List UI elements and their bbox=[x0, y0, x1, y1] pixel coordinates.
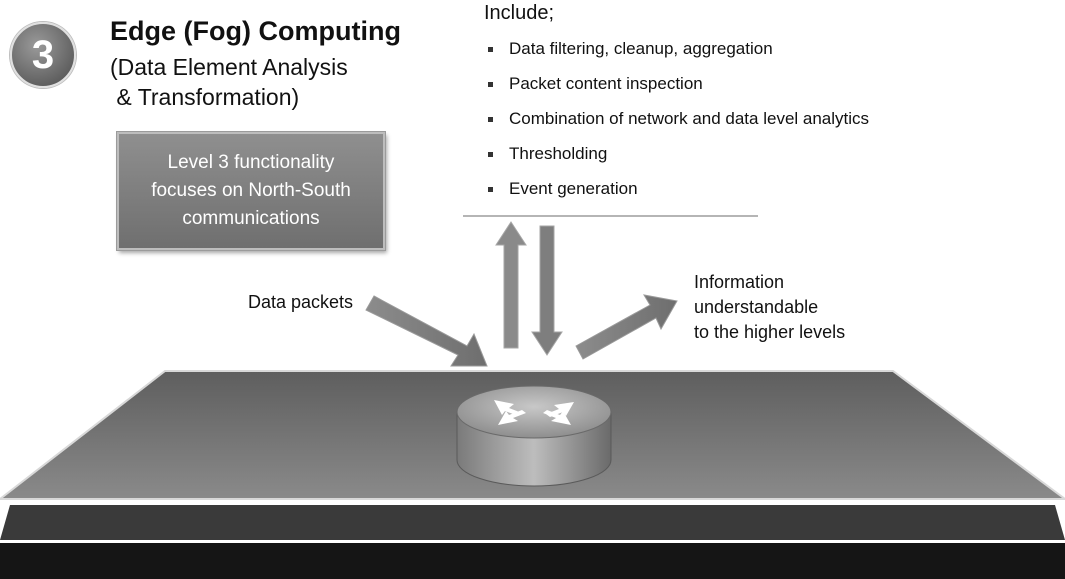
callout-line-3: communications bbox=[182, 208, 320, 229]
router-icon bbox=[456, 385, 612, 487]
bullet-icon bbox=[488, 117, 493, 122]
callout-line-1: Level 3 functionality bbox=[167, 152, 335, 173]
include-item: Event generation bbox=[484, 176, 869, 211]
bullet-icon bbox=[488, 47, 493, 52]
include-item-text: Combination of network and data level an… bbox=[509, 109, 870, 128]
info-line-1: Information bbox=[694, 272, 785, 292]
page-title: Edge (Fog) Computing bbox=[110, 16, 401, 46]
subtitle-line-1: (Data Element Analysis bbox=[110, 54, 348, 80]
include-item-text: Data filtering, cleanup, aggregation bbox=[509, 39, 773, 58]
middle-layer-plane bbox=[0, 505, 1065, 540]
include-item-text: Event generation bbox=[509, 179, 638, 198]
include-heading: Include; bbox=[484, 2, 555, 24]
info-line-3: to the higher levels bbox=[694, 322, 846, 342]
down-arrow bbox=[531, 225, 563, 356]
callout-line-2: focuses on North-South bbox=[151, 180, 351, 201]
include-item: Data filtering, cleanup, aggregation bbox=[484, 36, 869, 71]
data-packets-label: Data packets bbox=[248, 292, 354, 312]
bottom-layer-plane bbox=[0, 543, 1065, 579]
page-subtitle: (Data Element Analysis & Transformation) bbox=[110, 52, 348, 112]
include-divider bbox=[463, 215, 758, 217]
include-list: Data filtering, cleanup, aggregation Pac… bbox=[484, 36, 869, 211]
include-item-text: Packet content inspection bbox=[509, 74, 703, 93]
information-label: Information understandable to the higher… bbox=[694, 270, 845, 345]
bullet-icon bbox=[488, 187, 493, 192]
data-packets-arrow bbox=[365, 295, 488, 367]
level-3-callout-box: Level 3 functionality focuses on North-S… bbox=[117, 132, 385, 250]
bullet-icon bbox=[488, 152, 493, 157]
include-item: Packet content inspection bbox=[484, 71, 869, 106]
info-line-2: understandable bbox=[694, 297, 819, 317]
include-item-text: Thresholding bbox=[509, 144, 608, 163]
up-arrow bbox=[495, 221, 527, 349]
subtitle-line-2: & Transformation) bbox=[110, 84, 300, 110]
callout-text: Level 3 functionality focuses on North-S… bbox=[151, 149, 351, 233]
include-item: Thresholding bbox=[484, 141, 869, 176]
information-arrow bbox=[575, 294, 678, 360]
include-item: Combination of network and data level an… bbox=[484, 106, 869, 141]
level-3-badge: 3 bbox=[10, 22, 76, 88]
bullet-icon bbox=[488, 82, 493, 87]
